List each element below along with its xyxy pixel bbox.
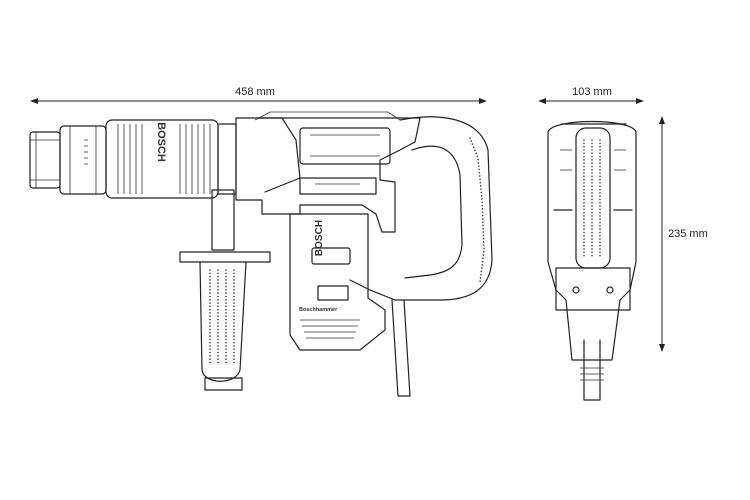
- housing-brand-label: BOSCH: [314, 220, 325, 256]
- side-view-hammer: BOSCH BOSCH Boschhammer: [29, 111, 493, 397]
- tool-holder: [29, 125, 107, 195]
- barrel: BOSCH: [105, 119, 237, 199]
- rear-view-hammer: [547, 120, 637, 401]
- width-label: 103 mm: [572, 86, 612, 98]
- model-plate-label: Boschhammer: [299, 307, 338, 313]
- width-dimension: 103 mm: [538, 86, 644, 104]
- power-cable: [391, 299, 411, 397]
- lower-housing: BOSCH Boschhammer: [289, 213, 386, 351]
- length-dimension: 458 mm: [30, 86, 487, 104]
- height-label: 235 mm: [668, 228, 708, 240]
- motor-housing: [235, 111, 421, 233]
- side-handle: [179, 189, 271, 391]
- rear-handle: [349, 116, 493, 301]
- length-label: 458 mm: [235, 86, 275, 98]
- height-dimension: 235 mm: [659, 116, 708, 352]
- barrel-brand-label: BOSCH: [155, 122, 167, 162]
